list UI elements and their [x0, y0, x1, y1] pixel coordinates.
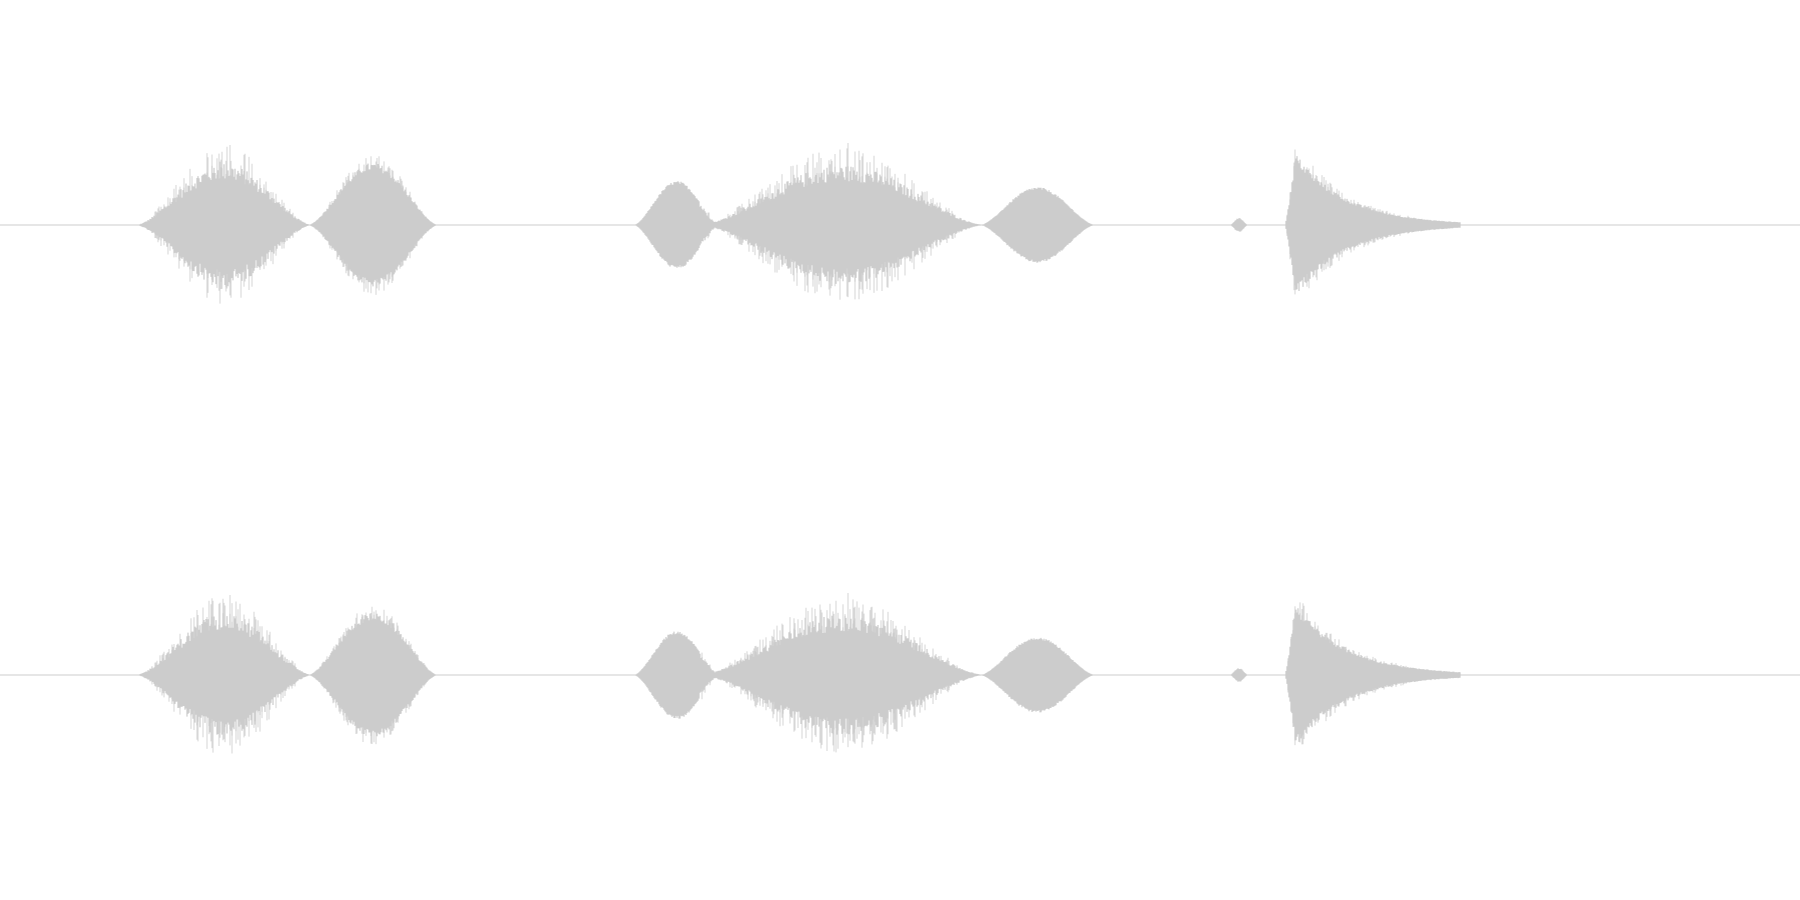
channel-2-waveform-peaks	[151, 593, 1407, 754]
channel-2-waveform	[0, 593, 1800, 754]
channel-1-waveform	[0, 143, 1800, 304]
channel-1-waveform-peaks	[154, 143, 1409, 304]
